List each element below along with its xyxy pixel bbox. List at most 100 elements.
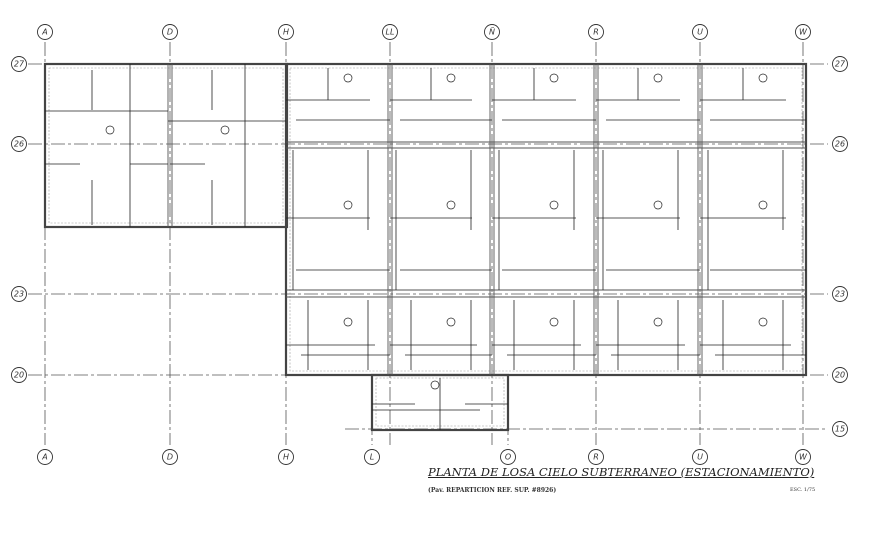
slab-symbol-icon (446, 317, 456, 327)
axis-bubble-circle (588, 24, 604, 40)
slab-outline-left (43, 62, 289, 229)
bottom-axis-bubble: H (278, 449, 294, 465)
bottom-axis-bubble: A (37, 449, 53, 465)
slab-inner-edge (48, 67, 284, 224)
axis-bubble-label: A (41, 28, 47, 37)
axis-bubble-label: 15 (835, 425, 845, 434)
top-axis-bubble: R (588, 24, 604, 40)
axis-bubble-label: H (283, 28, 289, 37)
axis-bubble-circle (692, 449, 708, 465)
slab-outline-main (284, 62, 808, 377)
axis-bubble-circle (364, 449, 380, 465)
top-axis-bubble: LL (382, 24, 398, 40)
slab-symbol-icon (446, 73, 456, 83)
left-row-bubble: 20 (11, 367, 27, 383)
axis-bubble-label: U (697, 28, 703, 37)
axis-bubble-circle (162, 449, 178, 465)
axis-bubble-label: 27 (835, 60, 846, 69)
axis-bubble-circle (278, 449, 294, 465)
slab-symbol-icon (430, 380, 440, 390)
axis-bubble-label: A (41, 453, 47, 462)
axis-bubble-circle (162, 24, 178, 40)
axis-bubble-circle (382, 24, 398, 40)
axis-bubble-label: D (167, 453, 173, 462)
axis-bubble-label: U (697, 453, 703, 462)
slab-symbol-icon (220, 125, 230, 135)
slab-symbol-icon (549, 317, 559, 327)
axis-bubble-label: 20 (835, 371, 845, 380)
slab-inner-edge (289, 67, 803, 372)
top-axis-bubble: D (162, 24, 178, 40)
axis-bubble-label: W (799, 28, 808, 37)
left-row-bubble: 23 (11, 286, 27, 302)
axis-bubble-circle (832, 286, 848, 302)
axis-bubble-label: 23 (835, 290, 845, 299)
axis-bubble-circle (832, 136, 848, 152)
slab-symbol-icon (653, 317, 663, 327)
axis-bubble-circle (500, 449, 516, 465)
axis-bubble-circle (795, 449, 811, 465)
bottom-axis-bubble: U (692, 449, 708, 465)
slab-symbol-icon (653, 73, 663, 83)
right-row-bubble: 26 (832, 136, 848, 152)
axis-bubble-circle (11, 56, 27, 72)
axis-bubble-label: 26 (14, 140, 24, 149)
axis-bubble-circle (11, 286, 27, 302)
axis-bubble-label: LL (386, 28, 395, 37)
axis-bubble-label: 23 (14, 290, 24, 299)
axis-bubble-label: L (370, 453, 374, 462)
axis-bubble-circle (11, 367, 27, 383)
top-axis-bubble: A (37, 24, 53, 40)
slab-symbol-icon (549, 73, 559, 83)
axis-bubble-label: 26 (835, 140, 845, 149)
axis-bubble-circle (11, 136, 27, 152)
axis-bubble-label: 27 (14, 60, 25, 69)
axis-bubble-circle (588, 449, 604, 465)
axis-bubble-circle (37, 449, 53, 465)
top-axis-bubble: W (795, 24, 811, 40)
right-row-bubble: 20 (832, 367, 848, 383)
axis-bubble-label: R (593, 28, 599, 37)
slab-symbol-icon (343, 200, 353, 210)
bottom-axis-bubble: R (588, 449, 604, 465)
axis-bubble-circle (832, 421, 848, 437)
bottom-axis-bubble: W (795, 449, 811, 465)
axis-bubble-label: 20 (14, 371, 24, 380)
bottom-axis-bubble: O (500, 449, 516, 465)
top-axis-bubble: Ñ (484, 24, 500, 40)
axis-bubble-label: Ñ (489, 27, 495, 37)
left-row-bubble: 26 (11, 136, 27, 152)
axis-bubble-circle (832, 56, 848, 72)
bottom-axis-bubble: D (162, 449, 178, 465)
slab-symbol-icon (343, 73, 353, 83)
slab-symbol-icon (549, 200, 559, 210)
axis-bubble-label: W (799, 453, 808, 462)
axis-bubble-label: R (593, 453, 599, 462)
rebar-details (45, 64, 806, 430)
axis-bubbles: A D H LL Ñ R U W A D H L O R U W 27 26 23 20 27 26 23 20 15 (11, 24, 848, 465)
slab-symbol-icon (446, 200, 456, 210)
drawing-title: PLANTA DE LOSA CIELO SUBTERRANEO (ESTACI… (428, 465, 815, 479)
axis-bubble-label: O (505, 453, 511, 462)
slab-symbol-icon (653, 200, 663, 210)
slab-symbol-icon (758, 317, 768, 327)
axis-bubble-circle (795, 24, 811, 40)
slab-symbol-icon (758, 200, 768, 210)
slab-symbol-icon (105, 125, 115, 135)
top-axis-bubble: H (278, 24, 294, 40)
axis-bubble-circle (278, 24, 294, 40)
right-row-bubble: 23 (832, 286, 848, 302)
axis-bubble-label: H (283, 453, 289, 462)
axis-bubble-circle (37, 24, 53, 40)
left-row-bubble: 27 (11, 56, 27, 72)
axis-bubble-circle (832, 367, 848, 383)
drawing-scale: ESC. 1/75 (790, 487, 816, 493)
right-row-bubble: 15 (832, 421, 848, 437)
top-axis-bubble: U (692, 24, 708, 40)
slab-symbol-icon (758, 73, 768, 83)
slab-symbol-icon (343, 317, 353, 327)
right-row-bubble: 27 (832, 56, 848, 72)
drawing-subtitle: (Pav. REPARTICION REF. SUP. #8926) (428, 487, 557, 494)
axis-bubble-label: D (167, 28, 173, 37)
